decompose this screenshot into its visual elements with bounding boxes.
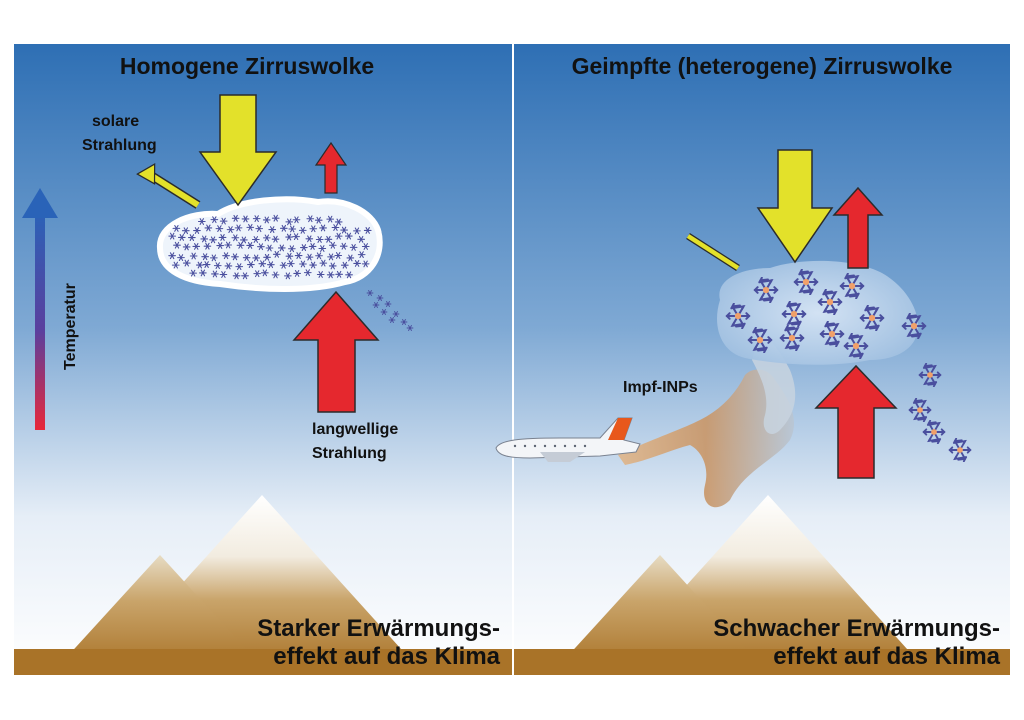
right-result-line2: effekt auf das Klima	[773, 643, 1000, 670]
longwave-arrow-outgoing	[314, 141, 348, 194]
right-title: Geimpfte (heterogene) Zirruswolke	[572, 53, 953, 79]
left-panel: Temperatur Homogene Zirruswolke solare S…	[14, 44, 512, 675]
longwave-arrow-upward	[814, 364, 898, 479]
left-title: Homogene Zirruswolke	[120, 53, 374, 79]
cloud-icon	[156, 196, 383, 292]
left-result-line1: Starker Erwärmungs-	[257, 615, 500, 642]
solar-arrow-reflected	[136, 163, 201, 209]
longwave-arrow-upward	[292, 290, 380, 413]
left-ground	[14, 649, 512, 675]
temperature-label: Temperatur	[62, 283, 79, 370]
longwave-label-line1: langwellige	[312, 421, 398, 438]
right-ground	[514, 649, 1010, 675]
solar-arrow-incoming	[756, 149, 834, 264]
left-result-line2: effekt auf das Klima	[273, 643, 500, 670]
longwave-arrow-outgoing	[832, 186, 884, 269]
solar-arrow-reflected	[686, 233, 740, 271]
temperature-arrow	[22, 188, 58, 430]
longwave-label-line2: Strahlung	[312, 445, 387, 462]
mountain-icon	[555, 495, 926, 670]
inp-label: Impf-INPs	[623, 379, 698, 396]
airplane-icon	[495, 417, 641, 462]
solar-arrow-incoming	[198, 94, 278, 207]
right-panel: Geimpfte (heterogene) Zirruswolke Impf-I…	[495, 44, 1010, 675]
mountain-icon	[55, 495, 420, 670]
right-result-line1: Schwacher Erwärmungs-	[713, 615, 1000, 642]
solar-label-line2: Strahlung	[82, 137, 157, 154]
solar-label-line1: solare	[92, 113, 139, 130]
